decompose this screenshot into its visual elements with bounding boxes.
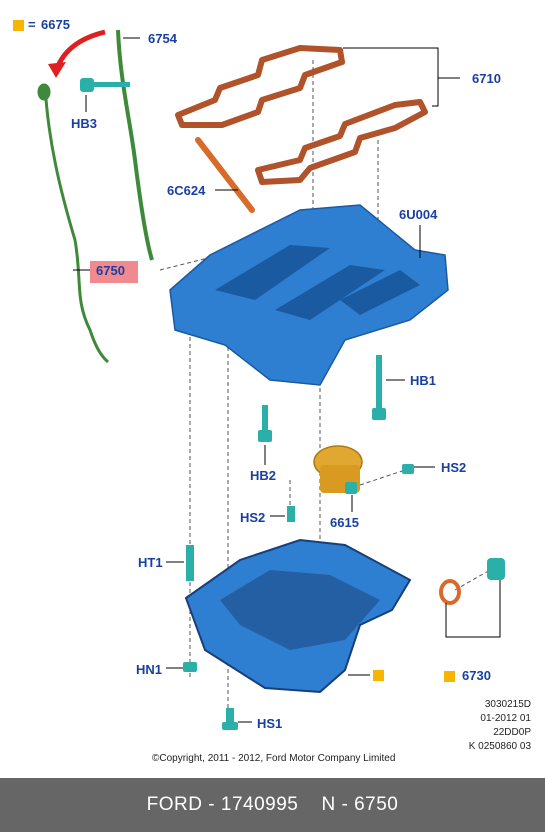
square-marker-pan [373,670,384,681]
footer-bar: FORD - 1740995 N - 6750 [0,778,545,832]
dipstick-6750 [37,83,110,364]
label-hs1: HS1 [257,716,283,731]
bolt-hs1 [222,708,238,730]
label-hb1: HB1 [410,373,437,388]
leader-lines [73,37,501,723]
label-6615: 6615 [330,515,359,530]
footer-n-label: N - 6750 [321,794,399,815]
red-arrow-indicator [55,29,106,68]
ref-line-4: K 0250860 03 [468,741,531,752]
nut-hn1 [183,662,197,672]
red-arrow-head [48,62,66,78]
label-ht1: HT1 [138,555,163,570]
label-6c624: 6C624 [167,183,206,198]
square-marker-6730 [444,671,455,682]
label-6750-highlighted: 6750 [90,261,138,283]
bolt-hs2-right [402,464,414,474]
legend-equals: = [28,17,36,32]
oil-pan-lower [184,538,412,694]
bolt-hs2-left [287,506,295,522]
label-6754: 6754 [148,31,177,46]
oil-pickup-6615 [313,445,363,494]
label-hs2-left: HS2 [240,510,266,525]
exploded-parts-diagram [37,29,505,730]
footer-part-number: 1740995 [220,794,299,815]
gasket-6710 [175,45,428,185]
label-6710: 6710 [472,71,501,86]
bolt-hb1 [372,355,386,420]
label-hb2: HB2 [250,468,277,483]
label-6730: 6730 [462,668,491,683]
sensor-6c624 [195,137,255,213]
legend-yellow-square [13,20,24,31]
bolt-hb3 [80,78,130,92]
dipstick-tube-6754 [116,29,154,261]
legend-part-6675: 6675 [41,17,70,32]
label-hb3: HB3 [71,116,98,131]
drain-plug-6730 [439,558,505,605]
reference-codes: 3030215D 01-2012 01 22DD0P K 0250860 03 [469,698,531,754]
oil-pan-upper-6u004 [169,204,449,386]
label-6u004: 6U004 [399,207,438,222]
label-hn1: HN1 [136,662,163,677]
ref-line-1: 3030215D [484,699,531,710]
bolt-hb2 [258,405,272,442]
footer-brand: FORD [146,794,203,815]
ref-line-2: 01-2012 01 [480,713,531,724]
footer-separator: - [202,794,221,815]
ref-line-3: 22DD0P [493,727,531,738]
label-hs2-right: HS2 [441,460,467,475]
copyright-text: ©Copyright, 2011 - 2012, Ford Motor Comp… [152,753,396,764]
stud-ht1 [186,545,194,581]
